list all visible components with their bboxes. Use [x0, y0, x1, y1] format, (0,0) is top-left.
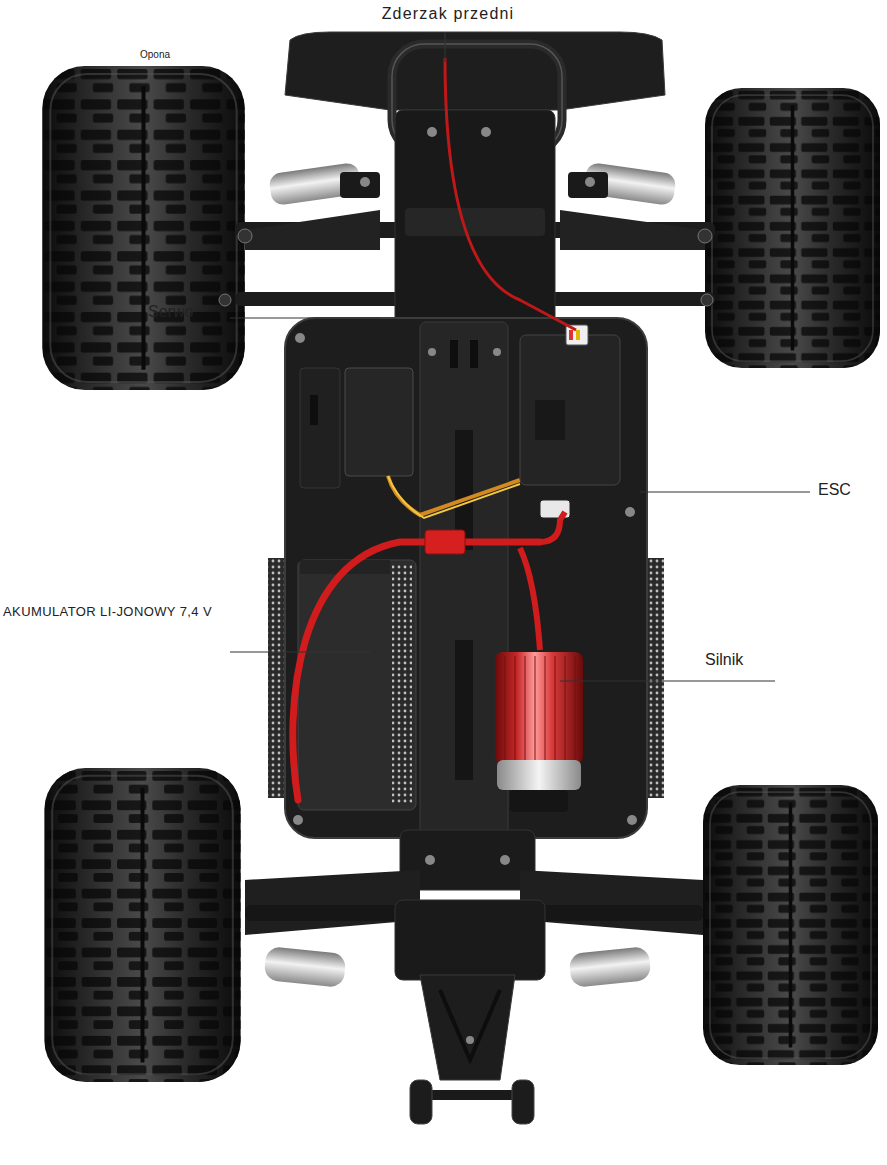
front-bumper — [427, 127, 437, 137]
rear-suspension — [520, 870, 703, 935]
front-suspension — [245, 210, 380, 250]
chassis-plate — [470, 340, 478, 368]
chassis-plate — [648, 558, 664, 798]
wheelie-bar — [420, 1090, 520, 1100]
part-label: Serwo — [148, 302, 193, 321]
servo — [300, 368, 340, 488]
part-label: AKUMULATOR LI-JONOWY 7,4 V — [3, 604, 212, 620]
motor — [505, 656, 575, 760]
chassis-plate — [450, 340, 458, 368]
wheelie-bar — [512, 1080, 534, 1124]
chassis-plate — [293, 815, 303, 825]
rear-suspension — [263, 946, 346, 988]
motor — [504, 656, 505, 760]
front-suspension — [340, 172, 380, 198]
tire — [703, 785, 878, 1065]
power-wire — [540, 512, 565, 542]
motor — [524, 656, 525, 760]
front-suspension — [560, 210, 705, 250]
power-wire — [520, 548, 540, 650]
motor — [574, 656, 575, 760]
front-suspension — [238, 229, 252, 243]
rear-suspension — [400, 830, 535, 890]
part-label: Zderzak przedni — [382, 4, 515, 23]
tire — [42, 66, 245, 390]
motor — [497, 760, 581, 790]
front-bumper — [360, 177, 370, 187]
rear-suspension — [500, 855, 510, 865]
motor — [495, 652, 583, 764]
motor — [544, 656, 545, 760]
front-bumper — [285, 32, 665, 340]
rear-suspension — [568, 946, 651, 988]
motor — [554, 656, 555, 760]
leader-line — [230, 317, 380, 318]
motor — [514, 656, 515, 760]
servo — [345, 368, 413, 476]
chassis-plate — [493, 348, 501, 356]
esc — [520, 335, 620, 485]
front-suspension — [219, 294, 231, 306]
motor — [495, 652, 583, 812]
chassis-plate — [295, 333, 305, 343]
esc — [535, 400, 565, 440]
esc — [520, 325, 620, 518]
wheelie-bar — [410, 1080, 432, 1124]
tire — [44, 768, 240, 1082]
chassis-plate — [268, 558, 284, 798]
rear-suspension — [395, 900, 545, 980]
part-label: Silnik — [705, 650, 743, 669]
servo — [300, 368, 520, 518]
battery — [298, 560, 416, 810]
chassis-plate — [627, 815, 637, 825]
battery — [298, 560, 416, 810]
front-bumper — [405, 208, 545, 236]
front-bumper — [481, 127, 491, 137]
chassis-plate — [625, 507, 635, 517]
esc — [576, 330, 580, 340]
motor — [510, 790, 568, 812]
leader-line — [444, 32, 445, 62]
leader-line — [640, 491, 810, 492]
leader-line — [560, 680, 775, 681]
servo — [388, 476, 520, 518]
part-label: Opona — [140, 49, 170, 61]
motor — [534, 656, 535, 760]
wheelie-bar — [420, 975, 515, 1080]
esc — [569, 330, 573, 340]
part-label: ESC — [818, 480, 851, 499]
chassis-plate — [455, 640, 473, 780]
front-suspension — [701, 294, 713, 306]
battery — [392, 565, 412, 805]
front-suspension — [568, 172, 608, 198]
chassis-plate — [428, 348, 436, 356]
power-wire — [425, 530, 465, 554]
chassis-plate — [420, 322, 508, 842]
front-bumper — [585, 177, 595, 187]
leader-line — [230, 651, 370, 652]
tire — [705, 88, 880, 368]
rear-suspension — [245, 830, 703, 988]
servo — [310, 395, 318, 425]
power-wire — [445, 58, 576, 330]
servo — [388, 476, 520, 515]
front-suspension — [698, 229, 712, 243]
wheelie-bar — [440, 990, 500, 1060]
rear-suspension — [245, 870, 420, 935]
leader-line — [230, 32, 810, 681]
wheelie-bar — [466, 1036, 474, 1044]
chassis-plate — [268, 318, 664, 842]
wheelie-bar — [410, 975, 534, 1124]
rear-suspension — [425, 855, 435, 865]
motor — [564, 656, 565, 760]
